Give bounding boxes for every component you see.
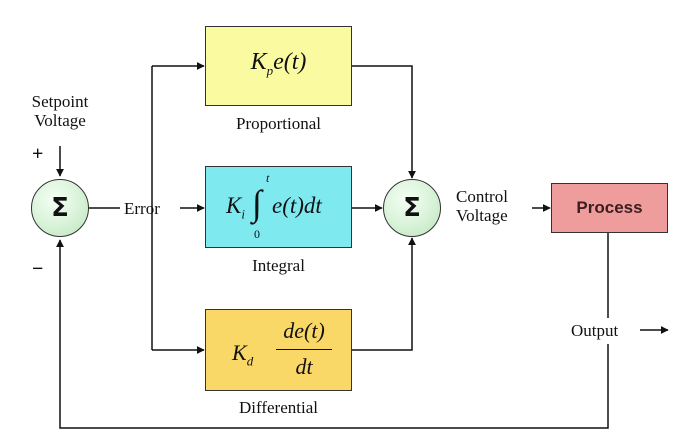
differential-gain: K [232,340,247,365]
proportional-gain-subscript: p [266,62,274,78]
process-label: Process [576,198,643,217]
feedback-return-arrow [56,239,609,429]
differential-to-sum-arrow [352,237,416,351]
setpoint-voltage-label: Setpoint Voltage [18,92,102,130]
integral-block: Ki ∫ t 0 e(t)dt [205,166,352,248]
sigma-symbol: Σ [51,193,69,223]
output-label: Output [571,321,619,340]
setpoint-label-line1: Setpoint [31,92,89,111]
fraction-bar [276,349,332,350]
integral-label: Integral [252,256,305,275]
differential-denominator: dt [295,354,313,379]
differential-gain-group: Kd [232,340,253,369]
integral-sign: ∫ [252,183,262,223]
plus-sign: + [32,143,44,165]
sigma-symbol: Σ [403,193,421,223]
proportional-to-sum-arrow [352,65,416,179]
proportional-expression: e(t) [273,49,307,75]
minus-sign: − [32,258,44,280]
proportional-label: Proportional [236,114,321,133]
integral-gain-subscript: i [241,206,245,222]
control-summing-junction: Σ [383,179,441,237]
differential-gain-subscript: d [246,353,254,369]
error-summing-junction: Σ [31,179,89,237]
setpoint-label-line2: Voltage [34,111,86,130]
integral-upper-limit: t [266,171,270,185]
differential-numerator: de(t) [283,318,325,343]
error-label: Error [124,199,160,218]
integral-expression: e(t)dt [272,193,322,218]
proportional-formula: Kpe(t) [206,49,351,79]
process-block: Process [551,183,668,233]
control-voltage-label: Control Voltage [456,187,508,225]
integral-lower-limit: 0 [254,227,260,241]
control-label-line2: Voltage [456,206,508,225]
control-label-line1: Control [456,187,508,206]
differential-block: Kd de(t) dt [205,309,352,391]
integral-gain-group: Ki [226,193,245,223]
proportional-gain: K [250,49,267,75]
differential-label: Differential [239,398,318,417]
integral-gain: K [226,193,242,218]
proportional-block: Kpe(t) [205,26,352,106]
